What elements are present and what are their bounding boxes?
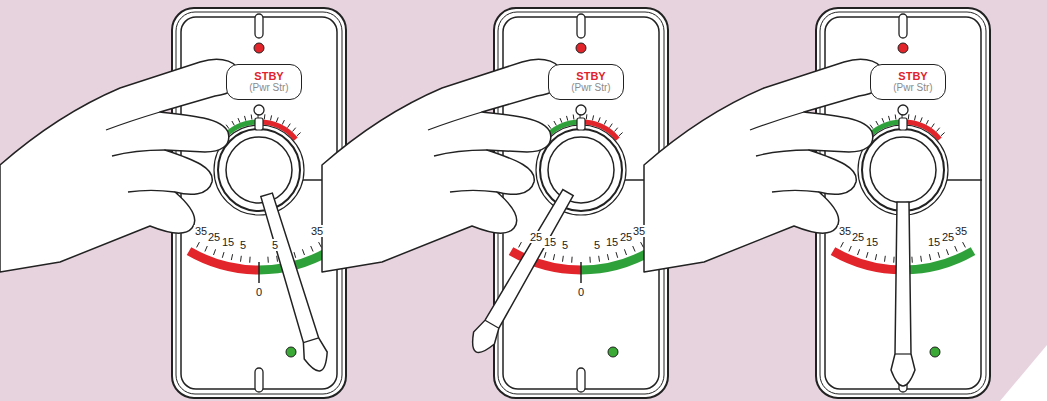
scale-number: 5	[271, 239, 279, 251]
button-label: STBY	[576, 70, 605, 82]
scale-number: 35	[954, 225, 968, 237]
scale-number: 0	[255, 286, 263, 298]
standby-button: STBY(Pwr Str)	[870, 64, 946, 100]
scale-number: 15	[927, 236, 941, 248]
scale-number: 25	[207, 231, 221, 243]
corner-mark	[1000, 345, 1047, 401]
scale-number: 15	[605, 236, 619, 248]
tiller-lever	[891, 202, 915, 386]
pressing-hand	[0, 59, 240, 272]
scale-number: 5	[593, 239, 601, 251]
scale-number: 15	[543, 236, 557, 248]
scale-number: 15	[221, 236, 235, 248]
scale-number: 35	[632, 225, 646, 237]
scale-number: 5	[239, 239, 247, 251]
scale-number: 25	[851, 231, 865, 243]
scale-number: 0	[577, 286, 585, 298]
standby-button: STBY(Pwr Str)	[548, 64, 624, 100]
scale-number: 35	[310, 225, 324, 237]
scale-number: 5	[561, 239, 569, 251]
pressing-hand	[644, 59, 884, 272]
button-sublabel: (Pwr Str)	[571, 82, 610, 94]
scale-number: 15	[865, 236, 879, 248]
pressing-hand	[322, 59, 562, 272]
scale-number: 25	[529, 231, 543, 243]
button-sublabel: (Pwr Str)	[893, 82, 932, 94]
tiller-lever	[255, 191, 332, 374]
standby-button: STBY(Pwr Str)	[226, 64, 302, 100]
button-sublabel: (Pwr Str)	[249, 82, 288, 94]
button-label: STBY	[254, 70, 283, 82]
button-label: STBY	[898, 70, 927, 82]
